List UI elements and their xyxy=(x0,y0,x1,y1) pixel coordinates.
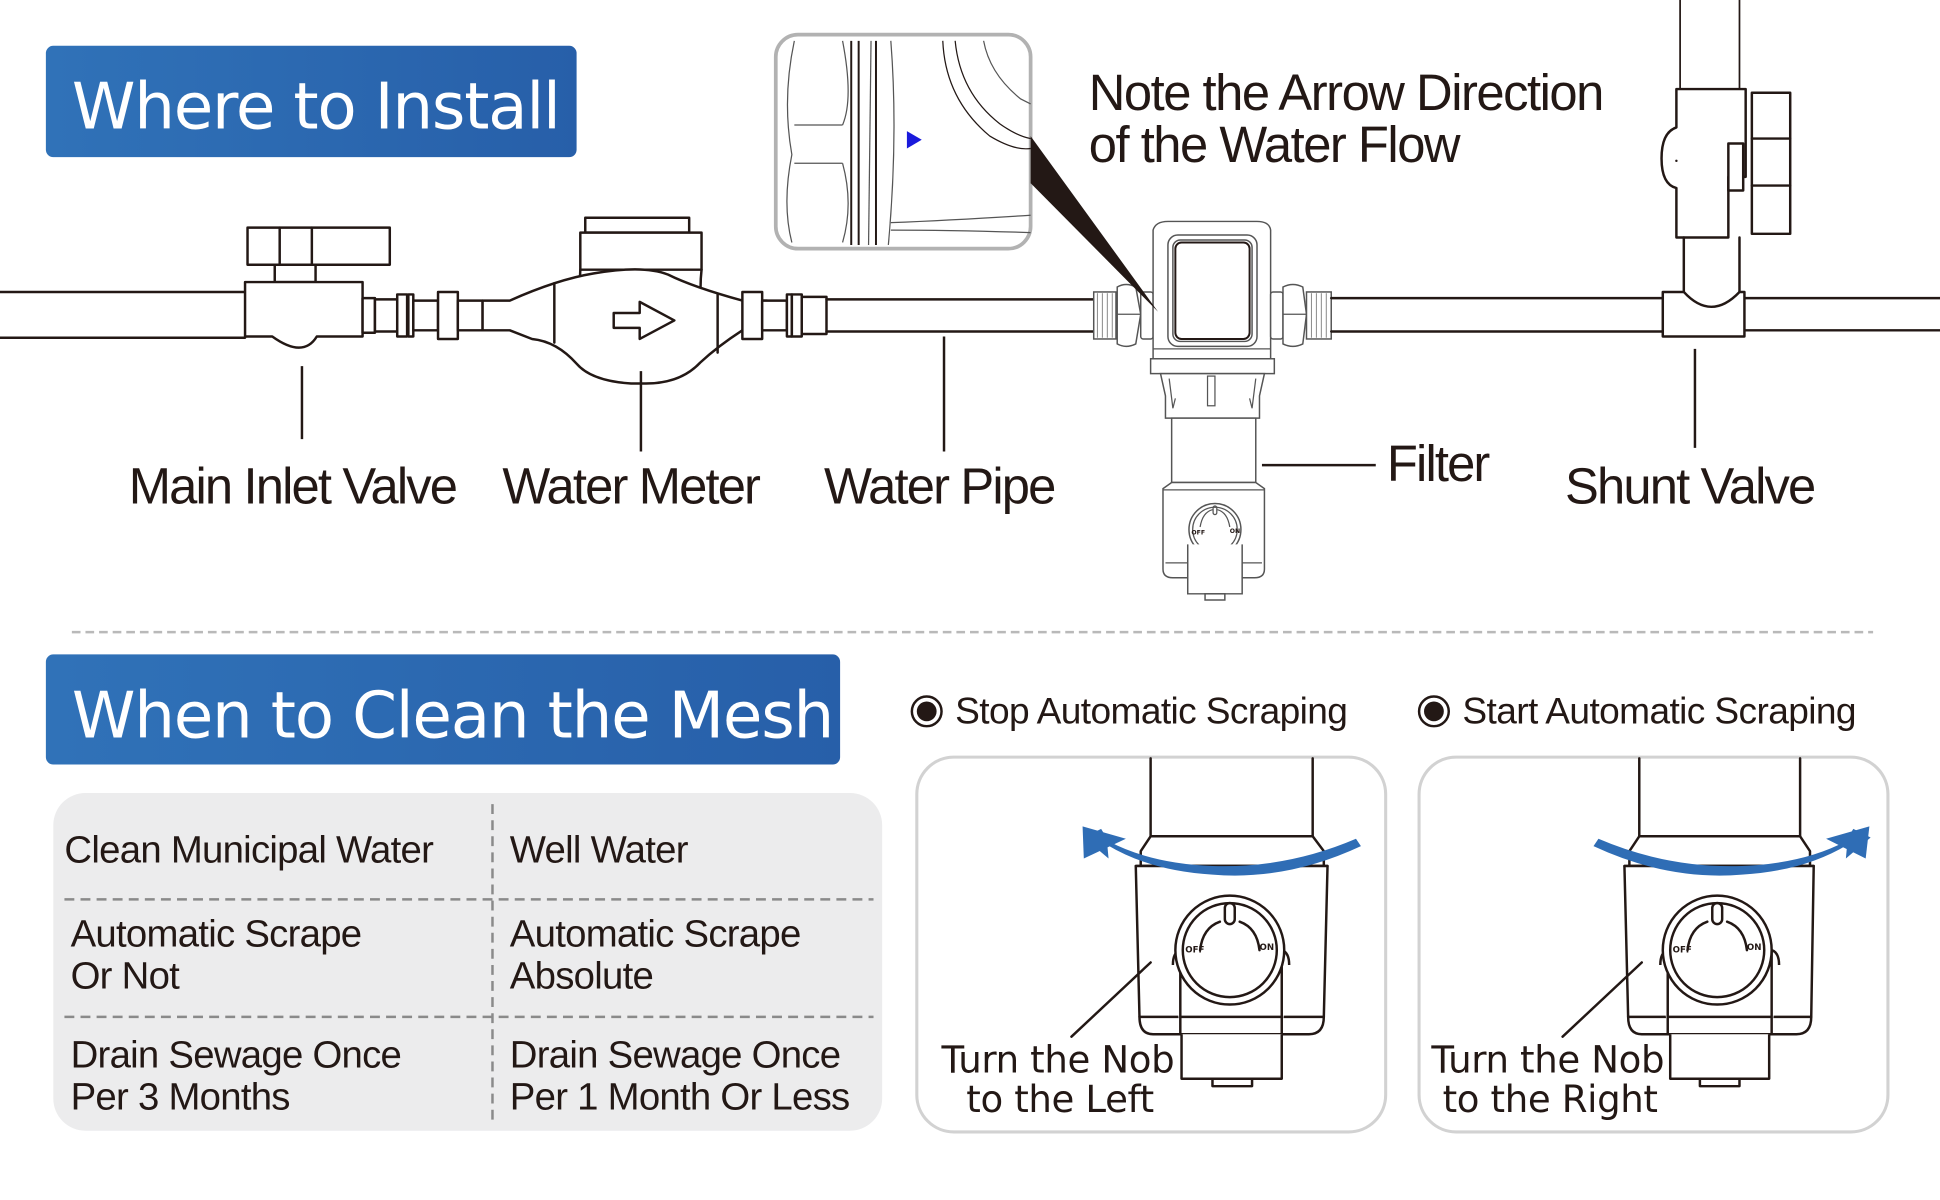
shunt-valve-icon xyxy=(1660,0,1792,338)
caption-line-1: Turn the Nob xyxy=(1430,1039,1664,1082)
where-to-install-header: Where to Install xyxy=(45,45,577,158)
dial-off-label: OFF xyxy=(1673,946,1692,956)
header-banner xyxy=(45,654,841,765)
coupling-left xyxy=(361,290,484,341)
flow-direction-arrow-icon xyxy=(612,300,676,341)
table-header-municipal: Clean Municipal Water xyxy=(64,828,434,871)
bullet-icon xyxy=(910,695,943,728)
callout-pointer xyxy=(1030,136,1159,312)
header-title: Where to Install xyxy=(72,70,560,145)
table-row: Automatic Scrape Or Not Automatic Scrape… xyxy=(71,912,802,997)
header-banner xyxy=(45,45,577,158)
table-cell: Or Not xyxy=(71,954,181,997)
table-cell: Per 1 Month Or Less xyxy=(510,1076,850,1119)
table-header-well: Well Water xyxy=(510,828,689,871)
table-cell: Per 3 Months xyxy=(71,1076,290,1119)
pipe-system: OFF ON xyxy=(0,0,1940,601)
filter-dial-off-label: OFF xyxy=(1191,529,1205,536)
outlet-pipe xyxy=(1330,296,1940,333)
label-main-inlet-valve: Main Inlet Valve xyxy=(129,458,456,515)
mode-stop: Stop Automatic Scraping xyxy=(910,690,1348,732)
water-pipe xyxy=(825,298,1095,333)
panel-turn-left: OFF ON Turn the Nob to the Left xyxy=(915,755,1388,1134)
panel-turn-right: OFF ON Turn the Nob to the Right xyxy=(1417,755,1890,1134)
bullet-icon xyxy=(1417,695,1451,728)
mode-stop-title: Stop Automatic Scraping xyxy=(955,690,1347,732)
table-cell: Automatic Scrape xyxy=(71,912,362,955)
table-cell: Absolute xyxy=(510,954,653,997)
flow-direction-inset: Note the Arrow Direction of the Water Fl… xyxy=(773,32,1604,312)
header-title: When to Clean the Mesh xyxy=(72,678,833,753)
when-to-clean-header: When to Clean the Mesh xyxy=(45,654,841,765)
table-cell: Automatic Scrape xyxy=(510,912,801,955)
flow-arrow-marker-icon xyxy=(906,131,922,149)
rotate-left-arrow-icon xyxy=(1083,828,1361,876)
component-labels: Main Inlet Valve Water Meter Water Pipe … xyxy=(129,336,1816,515)
mode-start: Start Automatic Scraping xyxy=(1417,690,1857,732)
dial-on-label: ON xyxy=(1259,943,1274,953)
table-cell: Drain Sewage Once xyxy=(510,1034,841,1077)
filter-dial-on-label: ON xyxy=(1230,528,1240,535)
caption-line-1: Turn the Nob xyxy=(941,1039,1175,1082)
table-cell: Drain Sewage Once xyxy=(71,1034,402,1077)
caption-line-2: to the Left xyxy=(966,1078,1153,1121)
callout-line-1: Note the Arrow Direction xyxy=(1089,64,1603,121)
filter-icon: OFF ON xyxy=(1092,220,1332,601)
label-shunt-valve: Shunt Valve xyxy=(1565,458,1814,515)
dial-on-label: ON xyxy=(1747,943,1762,953)
dial-off-label: OFF xyxy=(1185,946,1204,956)
rotate-right-arrow-icon xyxy=(1593,828,1871,876)
inlet-pipe xyxy=(0,290,247,339)
callout-line-2: of the Water Flow xyxy=(1089,116,1461,173)
cleaning-schedule-table: Clean Municipal Water Well Water Automat… xyxy=(53,792,883,1131)
label-water-meter: Water Meter xyxy=(502,458,761,515)
label-water-pipe: Water Pipe xyxy=(824,458,1054,515)
mode-start-title: Start Automatic Scraping xyxy=(1462,690,1856,732)
caption-line-2: to the Right xyxy=(1443,1078,1658,1121)
coupling-right xyxy=(741,290,828,341)
water-meter-icon xyxy=(481,216,769,385)
table-row: Drain Sewage Once Per 3 Months Drain Sew… xyxy=(71,1034,851,1119)
main-inlet-valve-icon xyxy=(243,226,392,349)
label-filter: Filter xyxy=(1387,435,1491,492)
